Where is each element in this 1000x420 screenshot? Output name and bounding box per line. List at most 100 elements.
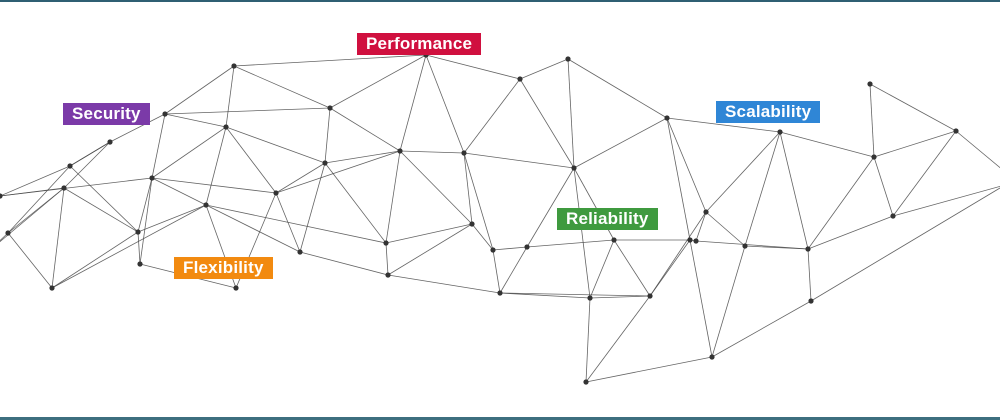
mesh-node: [742, 243, 748, 249]
mesh-edge: [51, 231, 139, 289]
mesh-edge: [329, 107, 401, 152]
mesh-node: [517, 76, 523, 82]
mesh-edge: [7, 165, 71, 234]
mesh-edge: [471, 223, 494, 251]
mesh-edge: [779, 131, 809, 250]
mesh-node: [565, 56, 571, 62]
mesh-edge: [387, 274, 501, 294]
mesh-edge: [573, 117, 668, 169]
mesh-edge: [463, 152, 575, 169]
mesh-edge: [151, 177, 277, 194]
mesh-node: [5, 230, 11, 236]
mesh-edge: [385, 242, 389, 276]
mesh-edge: [205, 204, 387, 244]
mesh-edge: [567, 58, 575, 169]
mesh-edge: [399, 54, 427, 152]
mesh-edge: [585, 295, 651, 383]
mesh-node: [383, 240, 389, 246]
mesh-node: [953, 128, 959, 134]
mesh-edge: [869, 83, 875, 158]
mesh-node: [273, 190, 279, 196]
mesh-edge: [164, 65, 235, 115]
mesh-node: [808, 298, 814, 304]
mesh-edge: [324, 107, 331, 164]
mesh-edge: [779, 131, 875, 158]
mesh-node: [162, 111, 168, 117]
mesh-edge: [873, 130, 957, 158]
mesh-edge: [589, 295, 651, 299]
mesh-edge: [807, 156, 875, 250]
mesh-edge: [137, 231, 141, 265]
mesh-node: [703, 209, 709, 215]
mesh-edge: [63, 187, 139, 233]
mesh-edge: [585, 297, 591, 383]
mesh-edge: [499, 292, 651, 297]
mesh-edge: [492, 249, 501, 294]
top-border: [0, 0, 1000, 2]
mesh-node: [137, 261, 143, 267]
mesh-edge: [275, 150, 401, 194]
mesh-edge: [137, 177, 153, 233]
mesh-edge: [137, 204, 207, 233]
mesh-edge: [499, 246, 528, 294]
mesh-edge: [689, 239, 713, 358]
mesh-node: [203, 202, 209, 208]
mesh-node: [805, 246, 811, 252]
mesh-edge: [585, 356, 713, 383]
mesh-edge: [666, 117, 781, 133]
mesh-edge: [892, 130, 957, 217]
mesh-node: [664, 115, 670, 121]
mesh-edge: [69, 141, 111, 167]
mesh-node: [867, 81, 873, 87]
mesh-edge: [425, 54, 465, 154]
mesh-node: [233, 285, 239, 291]
mesh-edge: [869, 83, 957, 132]
mesh-edge: [233, 65, 331, 109]
mesh-edge: [807, 215, 894, 250]
mesh-edge: [519, 78, 575, 169]
mesh-edge: [573, 167, 591, 299]
mesh-node: [890, 213, 896, 219]
mesh-edge: [705, 211, 746, 247]
mesh-edge: [164, 107, 331, 115]
mesh-node: [231, 63, 237, 69]
mesh-edge: [0, 187, 65, 243]
mesh-node: [397, 148, 403, 154]
mesh-edge: [492, 246, 528, 251]
reliability-label: Reliability: [557, 208, 658, 230]
mesh-edge: [463, 152, 494, 251]
mesh-edge: [589, 239, 615, 299]
mesh-edge: [329, 54, 427, 109]
mesh-node: [107, 139, 113, 145]
mesh-edge: [233, 54, 427, 67]
mesh-nodes: [0, 52, 959, 385]
mesh-node: [647, 293, 653, 299]
mesh-edge: [151, 113, 166, 179]
mesh-edge: [0, 232, 9, 242]
mesh-edge: [399, 150, 473, 225]
mesh-edge: [892, 185, 1000, 217]
mesh-node: [709, 354, 715, 360]
mesh-edge: [324, 150, 401, 164]
mesh-edge: [69, 165, 139, 233]
mesh-node: [871, 154, 877, 160]
mesh-edge: [425, 54, 521, 80]
mesh-node: [135, 229, 141, 235]
mesh-edge: [299, 251, 389, 276]
mesh-edge: [705, 131, 781, 213]
mesh-edge: [225, 126, 326, 164]
mesh-edge: [7, 232, 53, 289]
mesh-edges: [0, 54, 1000, 383]
mesh-edge: [51, 187, 65, 289]
mesh-edge: [955, 130, 1000, 169]
mesh-node: [490, 247, 496, 253]
mesh-node: [385, 272, 391, 278]
mesh-node: [67, 163, 73, 169]
mesh-edge: [463, 152, 473, 225]
mesh-edge: [399, 150, 465, 154]
mesh-edge: [205, 204, 301, 253]
mesh-edge: [711, 245, 746, 358]
mesh-edge: [666, 117, 691, 241]
mesh-node: [611, 237, 617, 243]
mesh-edge: [873, 156, 894, 217]
